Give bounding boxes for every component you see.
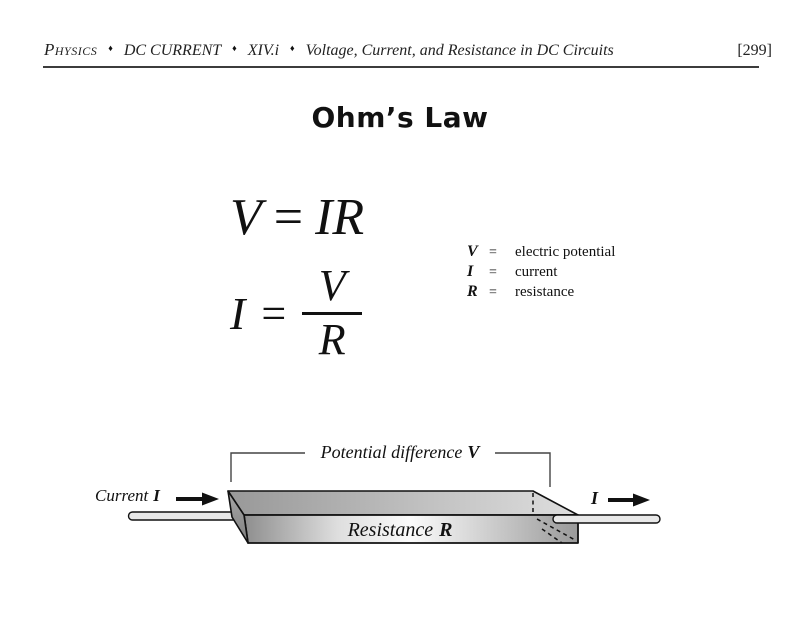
symbol-legend: V = electric potential I = current R = r… bbox=[467, 243, 615, 303]
eq1-equals: = bbox=[273, 189, 304, 246]
header-subject: Physics bbox=[44, 40, 98, 59]
page-number: [299] bbox=[737, 42, 772, 59]
resistor-top-face bbox=[227, 490, 579, 516]
header-section-number: XIV.i bbox=[247, 42, 280, 59]
legend-symbol: V bbox=[467, 243, 478, 260]
eq1-rhs: IR bbox=[315, 189, 365, 246]
legend-equals: = bbox=[489, 245, 497, 260]
potential-difference-bracket bbox=[230, 452, 551, 487]
diamond-separator-icon: ♦ bbox=[108, 43, 113, 53]
running-header: Physics ♦ DC CURRENT ♦ XIV.i ♦ Voltage, … bbox=[44, 40, 772, 60]
fraction-numerator: V bbox=[318, 261, 346, 310]
equation-v-equals-ir: V=IR bbox=[230, 188, 364, 247]
page-title: Ohm’s Law bbox=[311, 101, 489, 134]
header-chapter: DC CURRENT bbox=[123, 42, 222, 59]
legend-equals: = bbox=[489, 285, 497, 300]
fraction-bar bbox=[302, 312, 363, 315]
eq2-lhs: I bbox=[230, 287, 246, 339]
left-lead-wire bbox=[127, 511, 240, 521]
right-lead-wire bbox=[552, 514, 661, 524]
legend-symbol: I bbox=[467, 263, 474, 280]
resistor-left-end-cap bbox=[227, 490, 249, 544]
current-out-label: I bbox=[590, 488, 599, 508]
current-out-arrow-head bbox=[633, 493, 650, 507]
fraction: V R bbox=[302, 261, 363, 364]
legend-definition: current bbox=[515, 264, 558, 280]
fraction-denominator: R bbox=[318, 315, 346, 364]
legend-row: R = resistance bbox=[467, 283, 615, 303]
equation-i-equals-v-over-r: I = V R bbox=[230, 261, 363, 364]
legend-row: I = current bbox=[467, 263, 615, 283]
diamond-separator-icon: ♦ bbox=[290, 43, 295, 53]
legend-row: V = electric potential bbox=[467, 243, 615, 263]
diamond-separator-icon: ♦ bbox=[232, 43, 237, 53]
hidden-edges-dashed bbox=[532, 493, 576, 544]
legend-definition: electric potential bbox=[515, 244, 616, 260]
legend-equals: = bbox=[489, 265, 497, 280]
current-in-arrow-head bbox=[202, 492, 219, 506]
eq1-lhs: V bbox=[230, 189, 262, 246]
legend-definition: resistance bbox=[515, 284, 575, 300]
legend-symbol: R bbox=[467, 283, 478, 300]
header-title: Voltage, Current, and Resistance in DC C… bbox=[305, 42, 614, 59]
eq2-equals: = bbox=[261, 288, 287, 338]
header-rule bbox=[43, 66, 759, 68]
